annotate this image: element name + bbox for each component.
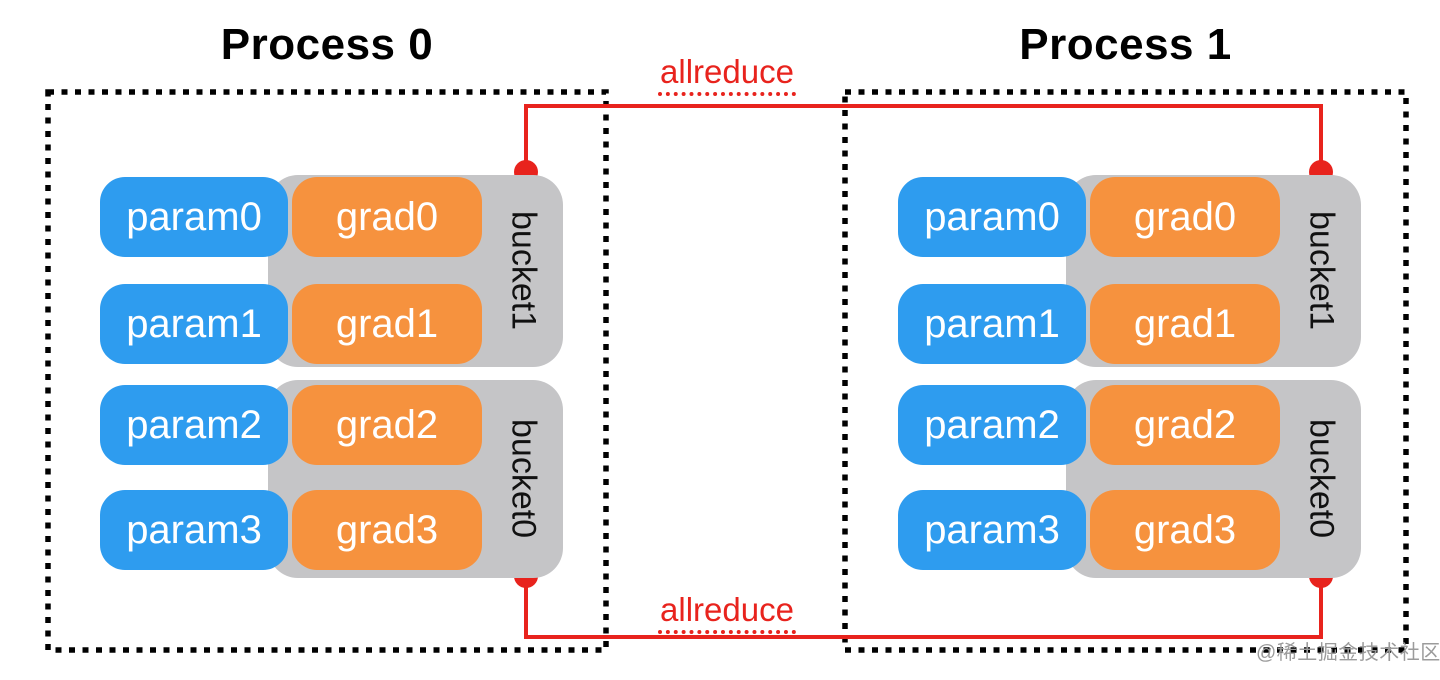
process-0-border: [45, 89, 609, 653]
grad-block: grad1: [1090, 284, 1280, 364]
process-0-bucket0-label: bucket0: [504, 419, 543, 539]
process-1-title: Process 1: [1019, 20, 1232, 69]
grad-block: grad2: [292, 385, 482, 465]
process-0-title: Process 0: [220, 20, 434, 69]
grad-block: grad0: [1090, 177, 1280, 257]
param-block: param2: [898, 385, 1086, 465]
allreduce-top-line: [524, 104, 1323, 172]
param-block: param2: [100, 385, 288, 465]
process-1-bucket1-label: bucket1: [1302, 211, 1341, 331]
process-1-border: [842, 89, 1409, 653]
grad-block: grad1: [292, 284, 482, 364]
process-0-bucket1-label: bucket1: [504, 211, 543, 331]
grad-block: grad3: [1090, 490, 1280, 570]
allreduce-bottom-line: [524, 576, 1323, 639]
param-block: param3: [898, 490, 1086, 570]
allreduce-top-label: allreduce: [627, 53, 827, 97]
site-watermark: @稀土掘金技术社区: [1256, 642, 1440, 664]
param-block: param1: [100, 284, 288, 364]
param-block: param3: [100, 490, 288, 570]
grad-block: grad2: [1090, 385, 1280, 465]
process-1-bucket0-label: bucket0: [1302, 419, 1341, 539]
grad-block: grad3: [292, 490, 482, 570]
grad-block: grad0: [292, 177, 482, 257]
allreduce-bottom-label: allreduce: [627, 591, 827, 635]
param-block: param1: [898, 284, 1086, 364]
param-block: param0: [898, 177, 1086, 257]
param-block: param0: [100, 177, 288, 257]
